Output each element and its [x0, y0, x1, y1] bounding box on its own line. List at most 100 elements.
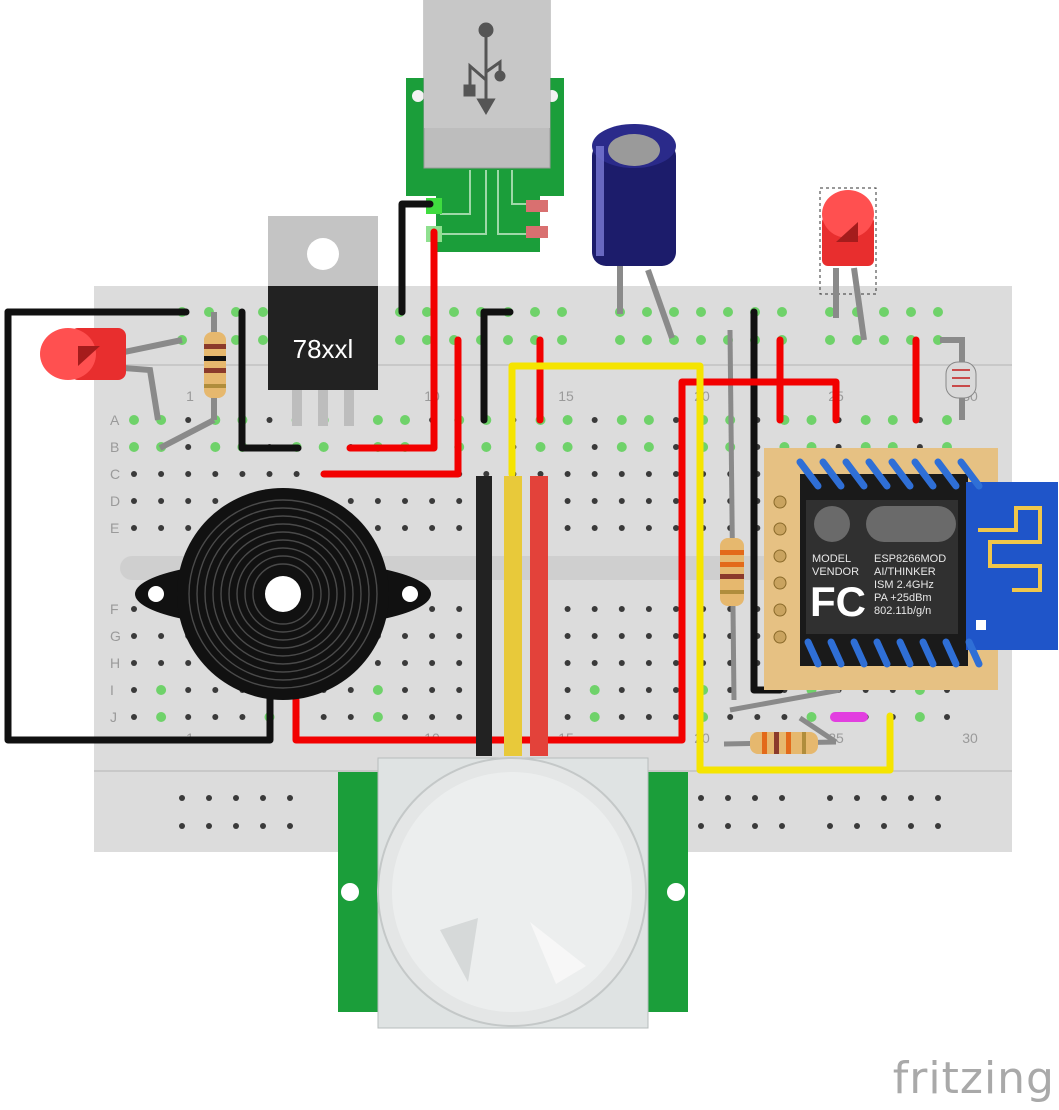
- breadboard-hole: [727, 714, 734, 720]
- row-label: H: [110, 655, 120, 671]
- rail-hole: [935, 823, 941, 829]
- rail-hole: [258, 307, 268, 317]
- breadboard-hole: [212, 498, 219, 504]
- esp-spec-line-2: AI/THINKER: [874, 566, 936, 578]
- breadboard-hole: [673, 444, 679, 450]
- row-label: E: [110, 520, 119, 536]
- breadboard-hole: [754, 714, 761, 720]
- breadboard-hole: [429, 525, 436, 531]
- rail-hole: [503, 335, 513, 345]
- rail-hole: [777, 307, 787, 317]
- rail-hole: [287, 823, 293, 829]
- resistor-mid: [720, 329, 744, 701]
- breadboard-hole: [131, 687, 137, 693]
- esp-pin: [804, 638, 822, 668]
- breadboard-hole: [483, 471, 490, 477]
- breadboard-hole: [589, 712, 600, 722]
- breadboard-hole: [591, 444, 598, 450]
- breadboard-hole: [618, 687, 625, 693]
- breadboard-hole: [429, 606, 436, 612]
- esp-pad: [773, 495, 787, 509]
- breadboard-hole: [158, 525, 165, 531]
- breadboard-hole: [618, 633, 625, 639]
- breadboard-hole: [564, 714, 571, 720]
- breadboard-hole: [618, 606, 625, 612]
- rail-hole: [725, 823, 731, 829]
- fritzing-logo: fritzing: [892, 1053, 1055, 1104]
- row-label: B: [110, 439, 119, 455]
- breadboard-hole: [400, 415, 410, 425]
- esp-pin: [850, 638, 868, 668]
- breadboard-hole: [266, 417, 273, 423]
- breadboard-hole: [942, 415, 952, 425]
- breadboard-hole: [860, 415, 871, 425]
- breadboard-hole: [374, 498, 381, 504]
- esp-pin: [873, 638, 891, 668]
- breadboard-hole: [429, 633, 436, 639]
- rail-hole: [615, 335, 625, 345]
- breadboard-hole: [320, 714, 327, 720]
- column-label: 30: [962, 730, 978, 746]
- breadboard-hole: [645, 714, 652, 720]
- breadboard-hole: [402, 498, 408, 504]
- breadboard-hole: [781, 714, 788, 720]
- breadboard-hole: [156, 685, 167, 695]
- breadboard-hole: [129, 442, 139, 452]
- esp-spec-line-4: PA +25dBm: [874, 592, 932, 604]
- rail-hole: [852, 335, 862, 345]
- buzzer-ring: [236, 547, 330, 641]
- rail-hole: [557, 307, 567, 317]
- breadboard-hole: [402, 687, 408, 693]
- breadboard-hole: [212, 714, 219, 720]
- breadboard-hole: [158, 660, 165, 666]
- esp-pin: [865, 458, 891, 490]
- row-label: G: [110, 628, 121, 644]
- breadboard-hole: [456, 633, 463, 639]
- esp-pin: [888, 458, 914, 490]
- rail-hole: [233, 795, 239, 801]
- breadboard-hole: [185, 687, 192, 693]
- rail-hole: [206, 795, 212, 801]
- breadboard-hole: [673, 417, 679, 423]
- rail-hole: [779, 823, 785, 829]
- rail-hole: [935, 795, 941, 801]
- breadboard-hole: [131, 633, 137, 639]
- esp-pin: [842, 458, 868, 490]
- esp8266-module: MODEL VENDOR FC ESP8266MOD AI/THINKER IS…: [764, 448, 1058, 690]
- breadboard-hole: [185, 660, 192, 666]
- breadboard-hole: [402, 714, 408, 720]
- rail-hole: [557, 335, 567, 345]
- breadboard-hole: [564, 633, 571, 639]
- rail-hole: [825, 307, 835, 317]
- rail-hole: [854, 823, 860, 829]
- rail-hole: [752, 823, 758, 829]
- breadboard-hole: [643, 415, 654, 425]
- breadboard-hole: [591, 498, 598, 504]
- rail-hole: [260, 823, 266, 829]
- breadboard-hole: [589, 685, 600, 695]
- breadboard-hole: [347, 687, 354, 693]
- breadboard-hole: [806, 415, 817, 425]
- breadboard-hole: [131, 525, 137, 531]
- breadboard-hole: [239, 471, 246, 477]
- esp-spec-line-5: 802.11b/g/n: [874, 605, 931, 617]
- breadboard-hole: [131, 714, 137, 720]
- wires: [4, 200, 920, 774]
- breadboard-hole: [131, 471, 137, 477]
- breadboard-hole: [131, 498, 137, 504]
- breadboard-hole: [645, 498, 652, 504]
- breadboard-hole: [129, 415, 139, 425]
- breadboard-hole: [562, 442, 573, 452]
- rail-hole: [879, 335, 889, 345]
- breadboard-hole: [185, 444, 192, 450]
- esp-side-pads: [773, 495, 787, 644]
- breadboard-hole: [158, 633, 165, 639]
- buzzer-ring: [196, 507, 370, 681]
- breadboard-hole: [402, 633, 408, 639]
- breadboard-hole: [618, 660, 625, 666]
- rail-hole: [179, 795, 185, 801]
- breadboard-hole: [374, 525, 381, 531]
- esp-pin: [934, 458, 960, 490]
- breadboard-hole: [616, 415, 627, 425]
- buzzer-ring: [204, 515, 362, 673]
